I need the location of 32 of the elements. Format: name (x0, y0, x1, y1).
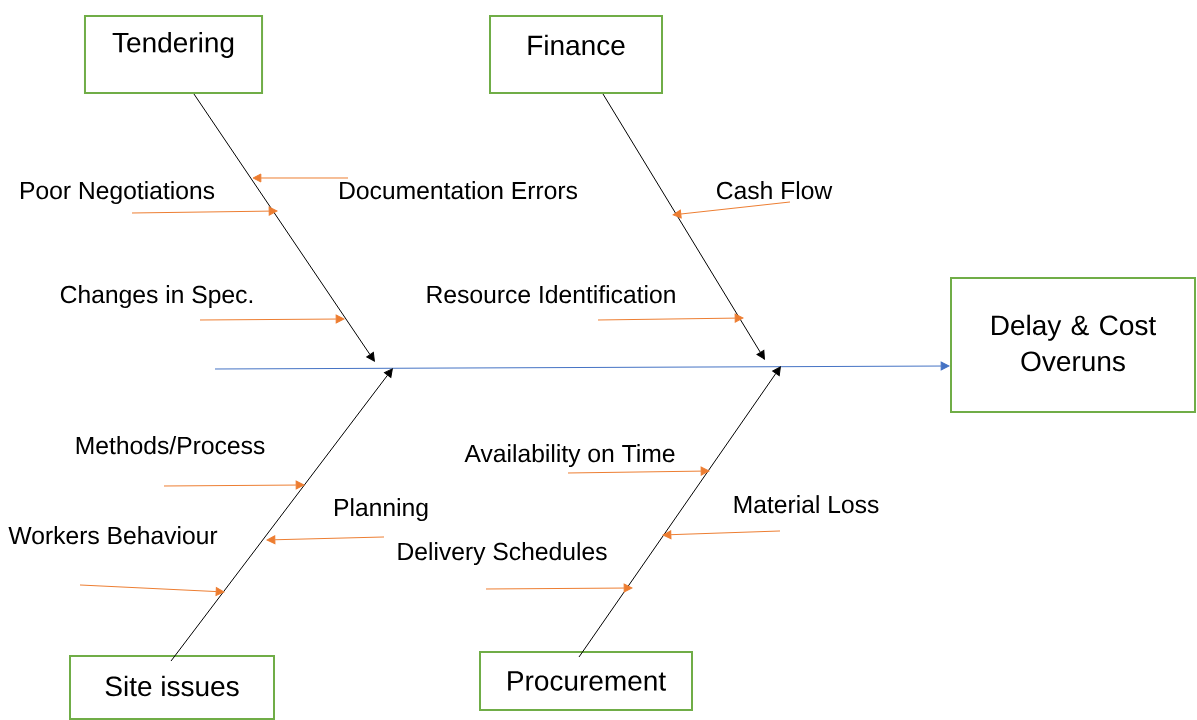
cause-arrow (597, 313, 744, 323)
cause-arrow (79, 584, 225, 597)
cause-arrow (266, 535, 385, 545)
bone-arrow (578, 366, 781, 658)
category-box: Tendering (83, 14, 264, 95)
bone-arrow (602, 93, 765, 360)
cause-arrow (662, 530, 781, 540)
cause-label: Availability on Time (464, 444, 675, 468)
cause-arrow (252, 173, 349, 183)
cause-label: Workers Behaviour (8, 526, 218, 545)
cause-label: Methods/Process (76, 436, 265, 455)
cause-label: Delivery Schedules (398, 542, 607, 566)
bone-arrow (170, 368, 393, 662)
category-box: Site issues (69, 655, 275, 720)
cause-label: Resource Identification (427, 285, 675, 304)
category-box: Finance (489, 14, 663, 95)
category-box: Delay & Cost Overuns (950, 277, 1196, 413)
cause-label: Cash Flow (717, 181, 833, 200)
cause-arrow (485, 583, 633, 593)
cause-arrow (672, 201, 791, 219)
cause-label: Documentation Errors (340, 181, 577, 200)
cause-arrow (163, 480, 305, 490)
cause-label: Changes in Spec. (60, 285, 253, 309)
cause-arrow (131, 206, 278, 216)
cause-label: Planning (335, 498, 428, 522)
bone-arrow (193, 93, 375, 362)
cause-label: Material Loss (734, 495, 879, 514)
category-box: Procurement (479, 651, 693, 711)
cause-arrow (567, 466, 710, 476)
cause-label: Poor Negotiations (21, 181, 215, 205)
cause-arrow (199, 314, 345, 324)
spine-arrow (214, 361, 950, 371)
